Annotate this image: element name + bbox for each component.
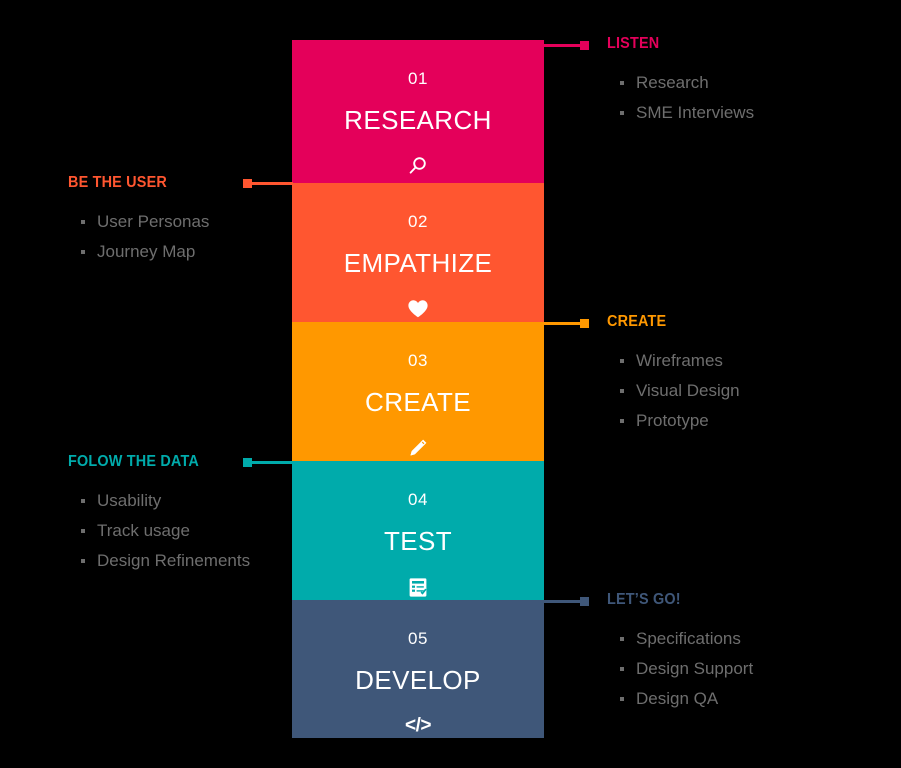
code-glyph: </> <box>405 715 431 736</box>
list-item: Specifications <box>618 624 753 654</box>
list-item-label: User Personas <box>97 211 210 231</box>
list-item-label: Journey Map <box>97 241 196 261</box>
annotation-folow-the-data: FOLOW THE DATA Usability Track usage Des… <box>68 454 250 576</box>
list-item: Research <box>618 68 754 98</box>
connector-marker <box>243 458 252 467</box>
connector-folow-the-data <box>243 458 293 467</box>
bullet-list: User Personas Journey Map <box>79 207 209 267</box>
bullet-dot <box>620 666 624 671</box>
list-item-label: Wireframes <box>636 350 723 370</box>
connector-line <box>544 44 589 47</box>
bullet-dot <box>620 636 624 641</box>
list-item-label: Research <box>636 72 709 92</box>
block-number: 04 <box>408 490 428 509</box>
block-number: 02 <box>408 212 428 231</box>
connector-marker <box>580 41 589 50</box>
list-item-label: Design Support <box>636 658 754 678</box>
bullet-dot <box>620 388 624 393</box>
list-item: Usability <box>79 486 250 516</box>
process-block-create[interactable]: 03 CREATE <box>292 322 544 461</box>
bullet-list: Usability Track usage Design Refinements <box>79 486 250 576</box>
list-item: SME Interviews <box>618 98 754 128</box>
list-item: Prototype <box>618 406 740 436</box>
list-item-label: Usability <box>97 490 162 510</box>
process-block-research[interactable]: 01 RESEARCH <box>292 40 544 183</box>
process-block-test[interactable]: 04 TEST <box>292 461 544 600</box>
list-item-label: Track usage <box>97 520 190 540</box>
heart-icon <box>405 296 431 322</box>
connector-line <box>544 600 589 603</box>
bullet-list: Specifications Design Support Design QA <box>618 624 753 714</box>
connector-line <box>544 322 589 325</box>
annotation-lets-go: LET’S GO! Specifications Design Support … <box>607 592 753 714</box>
list-item-label: Visual Design <box>636 380 740 400</box>
connector-marker <box>243 179 252 188</box>
connector-marker <box>580 597 589 606</box>
connector-marker <box>580 319 589 328</box>
bullet-dot <box>620 80 624 85</box>
list-item-label: Specifications <box>636 628 741 648</box>
bullet-dot <box>81 498 85 503</box>
annotation-heading: FOLOW THE DATA <box>68 453 199 470</box>
list-item-label: SME Interviews <box>636 102 755 122</box>
bullet-dot <box>81 528 85 533</box>
list-item: Visual Design <box>618 376 740 406</box>
connector-listen <box>544 41 589 50</box>
bullet-list: Research SME Interviews <box>618 68 754 128</box>
block-title: TEST <box>383 526 453 556</box>
connector-create <box>544 319 589 328</box>
process-block-develop[interactable]: 05 DEVELOP </> <box>292 600 544 738</box>
magnifier-icon <box>405 153 431 179</box>
pencil-icon <box>405 435 431 461</box>
list-item-label: Design Refinements <box>97 550 251 570</box>
block-title: EMPATHIZE <box>343 248 493 278</box>
block-title: DEVELOP <box>355 665 481 695</box>
annotation-heading: LISTEN <box>607 35 660 52</box>
list-item: Wireframes <box>618 346 740 376</box>
bullet-dot <box>620 358 624 363</box>
block-number: 05 <box>408 629 428 648</box>
block-title: RESEARCH <box>344 105 492 135</box>
list-item: Design Support <box>618 654 753 684</box>
bullet-dot <box>620 418 624 423</box>
block-number: 01 <box>408 69 428 88</box>
annotation-listen: LISTEN Research SME Interviews <box>607 36 754 128</box>
connector-be-the-user <box>243 179 293 188</box>
list-item-label: Design QA <box>636 688 719 708</box>
connector-lets-go <box>544 597 589 606</box>
list-item: Design QA <box>618 684 753 714</box>
connector-line <box>243 182 293 185</box>
list-item: Track usage <box>79 516 250 546</box>
annotation-heading: CREATE <box>607 313 667 330</box>
list-item: User Personas <box>79 207 209 237</box>
annotation-create: CREATE Wireframes Visual Design Prototyp… <box>607 314 740 436</box>
bullet-dot <box>620 110 624 115</box>
bullet-dot <box>81 249 85 254</box>
annotation-heading: BE THE USER <box>68 174 167 191</box>
code-icon: </> <box>405 713 431 738</box>
list-item: Design Refinements <box>79 546 250 576</box>
annotation-be-the-user: BE THE USER User Personas Journey Map <box>68 175 209 267</box>
bullet-list: Wireframes Visual Design Prototype <box>618 346 740 436</box>
list-item: Journey Map <box>79 237 209 267</box>
bullet-dot <box>81 219 85 224</box>
connector-line <box>243 461 293 464</box>
annotation-heading: LET’S GO! <box>607 591 681 608</box>
block-number: 03 <box>408 351 428 370</box>
process-stack: 01 RESEARCH 02 EMPATHIZE 03 CREATE <box>292 40 544 738</box>
checklist-icon <box>405 574 431 600</box>
block-title: CREATE <box>365 387 471 417</box>
bullet-dot <box>620 696 624 701</box>
process-block-empathize[interactable]: 02 EMPATHIZE <box>292 183 544 322</box>
list-item-label: Prototype <box>636 410 709 430</box>
bullet-dot <box>81 558 85 563</box>
